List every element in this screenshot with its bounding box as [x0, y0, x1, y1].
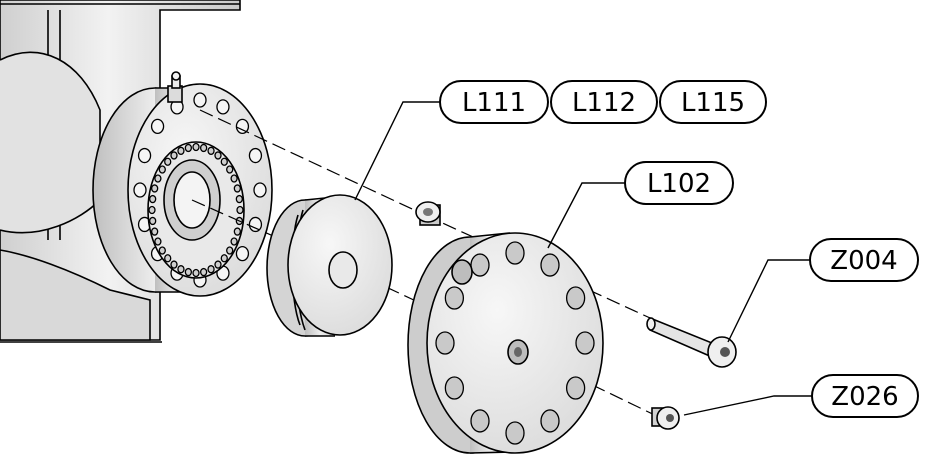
cover-bolt-hole	[470, 253, 490, 277]
cover-bolt-hole	[565, 286, 586, 310]
gear-tooth	[184, 267, 193, 277]
flange-bolt-hole	[137, 147, 152, 164]
gear-tooth	[151, 184, 159, 193]
callout-z004-text: Z004	[830, 246, 897, 276]
gear-tooth	[220, 254, 228, 263]
gear-tooth	[233, 184, 241, 193]
cover-bolt-hole	[470, 409, 490, 433]
gear-tooth	[199, 143, 208, 153]
cover-bolt-holes	[435, 241, 595, 445]
bolt-z004	[646, 316, 737, 368]
gear-tooth	[184, 143, 193, 153]
callout-l102: L102	[624, 161, 734, 205]
gear-tooth	[220, 157, 228, 166]
cover-bolt-hole	[435, 331, 455, 355]
cover-bolt-hole	[575, 331, 595, 355]
gear-tooth	[192, 142, 200, 152]
callout-l115-text: L115	[681, 88, 745, 118]
callout-l111: L111	[439, 80, 549, 124]
gear-tooth	[230, 174, 238, 183]
spline-gear-teeth	[148, 142, 244, 278]
gear-tooth	[235, 194, 243, 204]
seal-disc	[266, 194, 393, 337]
gear-tooth	[158, 246, 166, 255]
cover-bolt-hole	[505, 241, 525, 265]
flange-bolt-hole	[235, 245, 250, 262]
flange-bolt-hole	[235, 118, 250, 135]
cover-bolt-hole	[540, 409, 560, 433]
leader-lines	[354, 101, 812, 416]
gear-tooth	[236, 205, 244, 215]
gear-tooth	[158, 165, 166, 174]
plug-screw	[415, 201, 441, 226]
gear-tooth	[214, 151, 222, 160]
callout-z026-text: Z026	[831, 382, 898, 412]
cover-plate	[407, 232, 604, 454]
gear-tooth	[214, 260, 222, 269]
flange-bolt-hole	[216, 99, 230, 115]
gear-tooth	[226, 165, 234, 174]
grease-nipple	[167, 71, 183, 103]
flange-bolt-hole	[253, 182, 267, 198]
gear-tooth	[148, 205, 156, 215]
flange-bolt-hole	[193, 92, 207, 108]
gear-tooth	[164, 254, 172, 263]
set-screw-z026	[651, 406, 680, 430]
callout-l111-text: L111	[462, 88, 526, 118]
gear-tooth	[154, 237, 162, 246]
gear-tooth	[177, 146, 185, 155]
cover-bolt-hole	[505, 421, 525, 445]
gear-tooth	[207, 265, 215, 274]
gear-tooth	[192, 268, 200, 278]
flange-bolt-hole	[150, 118, 165, 135]
gear-tooth	[154, 174, 162, 183]
callout-l102-text: L102	[647, 169, 711, 199]
gear-tooth	[226, 246, 234, 255]
callout-z004: Z004	[809, 238, 919, 282]
flange-bolt-hole	[248, 216, 263, 233]
gear-tooth	[149, 216, 157, 226]
callout-l115: L115	[659, 80, 767, 124]
gear-tooth	[199, 267, 208, 277]
callout-l112-text: L112	[572, 88, 636, 118]
cover-bolt-hole	[565, 376, 586, 400]
cover-bolt-hole	[444, 376, 465, 400]
gear-tooth	[170, 260, 178, 269]
gear-tooth	[233, 227, 241, 236]
gear-tooth	[230, 237, 238, 246]
gear-tooth	[151, 227, 159, 236]
gear-tooth	[177, 265, 185, 274]
gear-tooth	[149, 194, 157, 204]
gear-tooth	[164, 157, 172, 166]
callout-l112: L112	[550, 80, 658, 124]
flange-bolt-hole	[248, 147, 263, 164]
flange-bolt-hole	[133, 182, 147, 198]
cover-bolt-hole	[444, 286, 465, 310]
cover-bolt-hole	[540, 253, 560, 277]
gear-tooth	[207, 146, 215, 155]
arm-flange	[92, 71, 273, 297]
gear-tooth	[170, 151, 178, 160]
callout-z026: Z026	[811, 374, 919, 418]
